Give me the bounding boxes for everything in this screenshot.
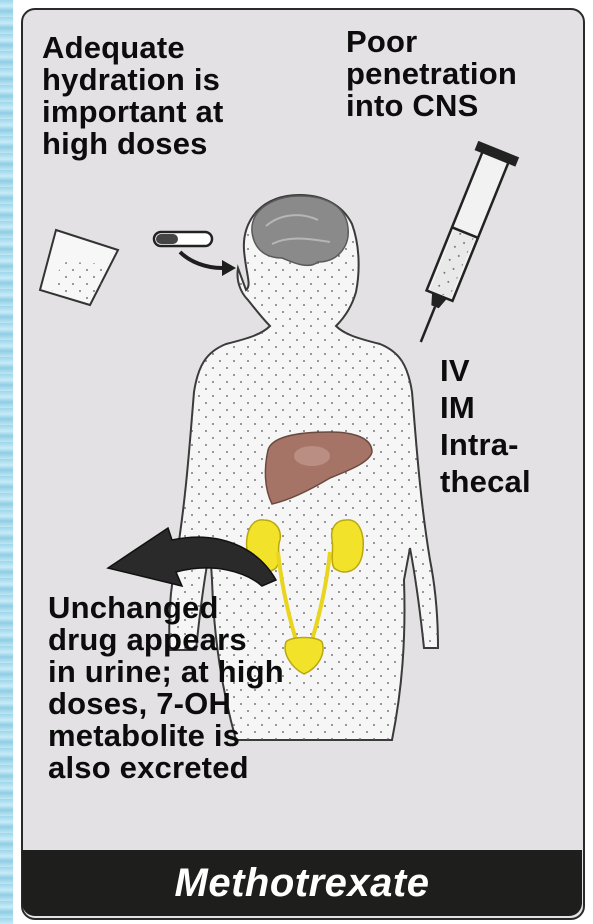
pill-arrow	[180, 252, 222, 268]
drug-name-title: Methotrexate	[175, 861, 430, 906]
administration-routes: IV IM Intra- thecal	[440, 352, 531, 500]
excretion-note: Unchanged drug appears in urine; at high…	[48, 592, 284, 784]
footer-bar: Methotrexate	[22, 850, 582, 916]
brain	[252, 196, 348, 265]
right-kidney	[332, 520, 364, 572]
syringe	[400, 141, 519, 350]
cns-penetration-note: Poor penetration into CNS	[346, 26, 517, 122]
hydration-note: Adequate hydration is important at high …	[42, 32, 224, 160]
